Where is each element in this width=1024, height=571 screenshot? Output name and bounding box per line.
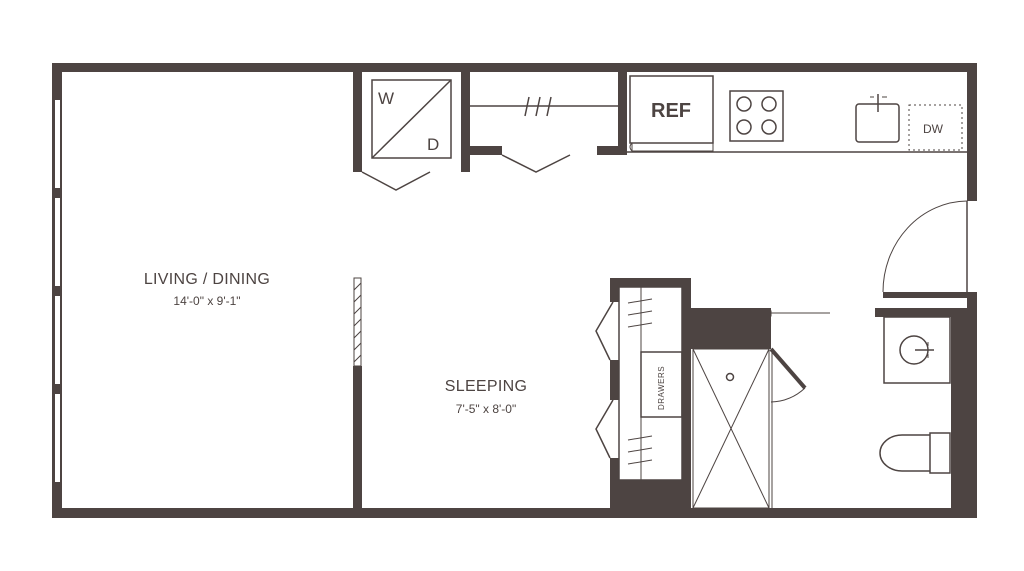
sleeping-room-name: SLEEPING [445, 378, 527, 395]
closet-stub-right [597, 146, 618, 155]
sleeping-closet: DRAWERS [595, 286, 683, 481]
living-room-dims: 14'-0" x 9'-1" [173, 294, 240, 308]
dishwasher: DW [908, 104, 963, 151]
bottom-wall [52, 508, 977, 518]
coat-closet [470, 96, 618, 173]
kitchen: REF DW [627, 75, 967, 153]
wd-closet-right-wall [461, 72, 470, 172]
closet-stub-left [470, 146, 502, 155]
washer-label: W [378, 89, 394, 108]
washer-dryer: W D [371, 79, 452, 159]
kitchen-sink [855, 94, 900, 143]
entry-wall-stub [883, 292, 977, 298]
range [729, 90, 784, 142]
top-wall [52, 63, 977, 72]
shower [692, 348, 773, 509]
sleeping-closet-left-mid [610, 360, 619, 400]
kitchen-divider-wall [618, 72, 627, 155]
interior-walls [353, 72, 977, 508]
sleeping-closet-top [610, 278, 691, 287]
right-wall-lower [967, 292, 977, 518]
vanity [883, 316, 951, 384]
exterior-walls [52, 63, 977, 518]
room-labels: LIVING / DINING 14'-0" x 9'-1" SLEEPING … [144, 271, 527, 416]
toilet [879, 432, 951, 474]
entry-door [882, 200, 968, 293]
living-room-name: LIVING / DINING [144, 271, 270, 288]
burner [761, 119, 777, 135]
drawers-label: DRAWERS [657, 366, 666, 410]
sleeping-closet-floor [610, 480, 691, 508]
burner [736, 96, 752, 112]
dryer-label: D [427, 135, 439, 154]
closet-bifold-door-bottom [595, 399, 614, 459]
bath-top-wall-right [875, 308, 967, 317]
left-wall [52, 63, 62, 518]
window [55, 100, 60, 188]
closet-bifold-door [501, 154, 571, 173]
burner [736, 119, 752, 135]
closet-bifold-door-top [595, 301, 614, 361]
left-windows [55, 100, 60, 482]
bath-door [769, 347, 807, 390]
bath-right-wall [951, 308, 967, 508]
refrigerator: REF [629, 75, 714, 152]
wd-closet-left-wall [353, 72, 362, 172]
shower-drain [725, 372, 735, 382]
dishwasher-label: DW [923, 122, 944, 136]
wd-bifold-door [361, 171, 431, 191]
drawers [640, 351, 683, 418]
sleeping-closet-left-top [610, 278, 619, 302]
window [55, 394, 60, 482]
window [55, 296, 60, 384]
living-sleeping-wall [353, 366, 362, 508]
half-wall-hatch [353, 277, 362, 367]
burner [761, 96, 777, 112]
sleeping-closet-right [682, 278, 691, 508]
window [55, 198, 60, 286]
bath-top-wall-left [691, 308, 771, 349]
refrigerator-label: REF [651, 100, 691, 122]
right-wall-upper [967, 63, 977, 201]
sleeping-room-dims: 7'-5" x 8'-0" [456, 402, 516, 416]
bathroom [692, 310, 951, 509]
